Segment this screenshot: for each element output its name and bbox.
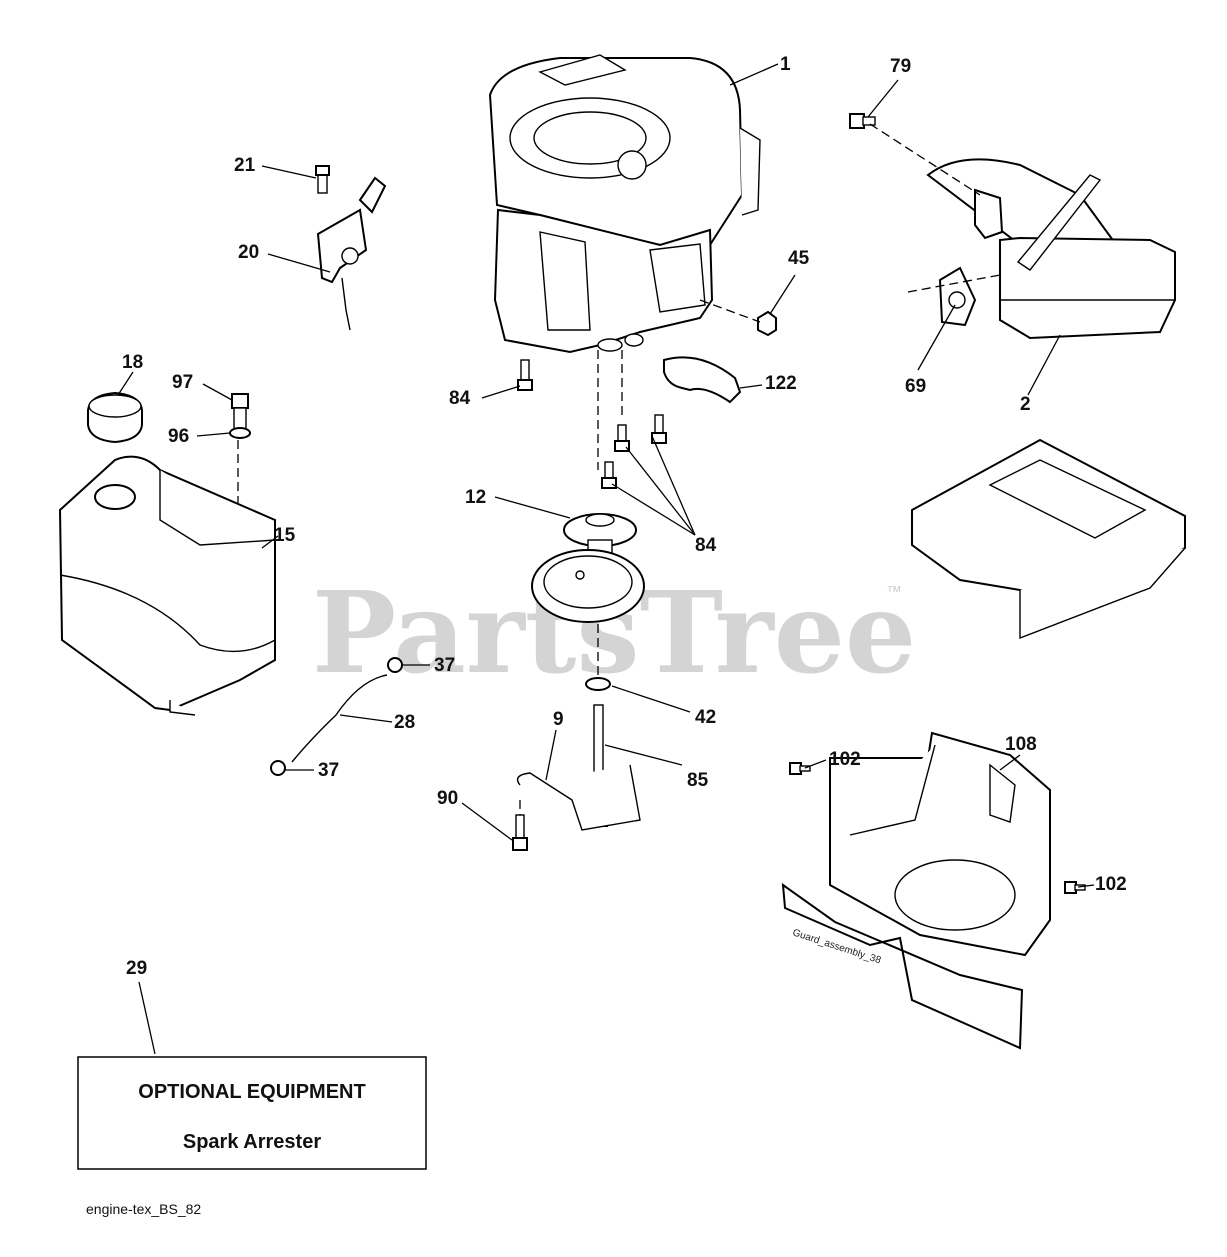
- callout-97: 97: [172, 372, 193, 393]
- drawing-id: engine-tex_BS_82: [86, 1201, 201, 1217]
- optional-equipment-box: OPTIONAL EQUIPMENT Spark Arrester: [77, 1056, 427, 1170]
- screw-part-102-left[interactable]: [789, 762, 811, 775]
- callout-108: 108: [1005, 734, 1037, 755]
- callout-102-right: 102: [1095, 874, 1127, 895]
- spark-arrester-label: Spark Arrester: [183, 1131, 321, 1153]
- callout-45: 45: [788, 248, 810, 269]
- callout-122: 122: [765, 373, 797, 394]
- fuel-line-part-28[interactable]: [291, 674, 388, 763]
- trademark-mark: ™: [886, 584, 902, 601]
- callout-1: 1: [780, 54, 791, 75]
- flange-part-79-gasket[interactable]: [974, 188, 1004, 240]
- callout-9: 9: [553, 709, 564, 730]
- rod-part-9[interactable]: [516, 764, 641, 831]
- engine-part-1[interactable]: [488, 54, 761, 354]
- throttle-control-part-20[interactable]: [316, 176, 387, 331]
- guard-part-108[interactable]: [781, 731, 1051, 1050]
- callout-69: 69: [905, 376, 926, 397]
- valve-part-97[interactable]: [231, 393, 249, 431]
- callout-102-left: 102: [829, 749, 861, 770]
- fuel-cap-part-18[interactable]: [87, 391, 143, 444]
- nut-part-45[interactable]: [757, 310, 777, 337]
- callout-20: 20: [238, 242, 259, 263]
- clamp-part-37-bottom[interactable]: [270, 760, 286, 776]
- bolt-part-84-group[interactable]: [601, 414, 667, 489]
- callout-42: 42: [695, 707, 716, 728]
- callout-2: 2: [1020, 394, 1031, 415]
- callout-90: 90: [437, 788, 458, 809]
- callout-15: 15: [274, 525, 296, 546]
- fuel-tank-part-15[interactable]: [58, 455, 276, 716]
- callout-21: 21: [234, 155, 256, 176]
- engine-mount-plate[interactable]: [911, 438, 1186, 640]
- callout-85: 85: [687, 770, 709, 791]
- clamp-part-37-top[interactable]: [387, 657, 403, 673]
- callout-84-left: 84: [449, 388, 471, 409]
- shield-part-122[interactable]: [663, 356, 742, 404]
- optional-equipment-title: OPTIONAL EQUIPMENT: [138, 1081, 365, 1103]
- grommet-part-96[interactable]: [229, 427, 251, 439]
- pulley-part-12[interactable]: [531, 513, 645, 623]
- callout-12: 12: [465, 487, 486, 508]
- callout-28: 28: [394, 712, 415, 733]
- callout-37-top: 37: [434, 655, 455, 676]
- screw-part-102-right[interactable]: [1064, 881, 1086, 894]
- bolt-part-84-left[interactable]: [517, 359, 533, 391]
- callout-96: 96: [168, 426, 189, 447]
- callout-84-group: 84: [695, 535, 717, 556]
- callout-29: 29: [126, 958, 147, 979]
- callout-37-bottom: 37: [318, 760, 339, 781]
- gasket-part-69[interactable]: [938, 266, 977, 327]
- screw-part-21[interactable]: [315, 165, 330, 194]
- bolt-part-79[interactable]: [849, 113, 876, 129]
- bolt-part-90[interactable]: [512, 814, 528, 851]
- washer-part-42[interactable]: [585, 677, 611, 691]
- callout-79: 79: [890, 56, 911, 77]
- guard-stamp-label: Guard_assembly_38: [791, 927, 883, 966]
- callout-18: 18: [122, 352, 143, 373]
